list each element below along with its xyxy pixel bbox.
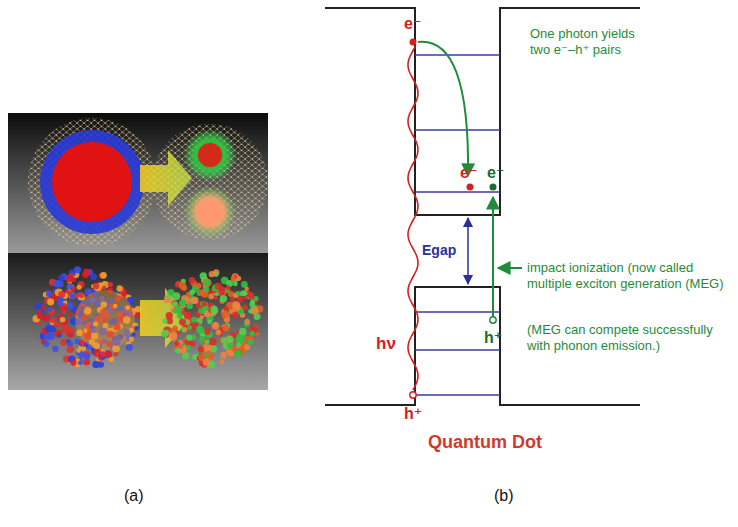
note-text: impact ionization (now called multiple e… — [527, 260, 732, 291]
exciton-small — [184, 129, 236, 181]
electron-dot — [410, 39, 417, 46]
photon-label: hν — [376, 334, 396, 354]
hole-circle — [490, 317, 496, 323]
note-text: (MEG can compete successfully with phono… — [527, 322, 727, 353]
panel-background — [8, 113, 268, 253]
photon-wave — [408, 46, 418, 390]
energy-level — [415, 349, 500, 351]
atom-cluster — [32, 266, 142, 368]
energy-level — [415, 394, 500, 396]
electron-dot — [467, 184, 474, 191]
particle-label: e⁻ — [487, 163, 504, 182]
particle-label: e⁻ — [460, 163, 477, 182]
panel-a-image — [8, 113, 268, 390]
energy-level — [415, 54, 500, 56]
gap-label: Egap — [422, 242, 456, 259]
particle-label: h⁺ — [484, 328, 502, 347]
panel-letter: (a) — [124, 486, 144, 505]
panel-title: Quantum Dot — [428, 432, 542, 454]
exciton-core — [52, 142, 132, 222]
relaxation-arrow — [418, 42, 468, 176]
hole-circle — [410, 392, 416, 398]
note-text: One photon yields two e⁻–h⁺ pairs — [530, 26, 648, 57]
panel-background — [8, 253, 268, 390]
glow — [75, 290, 135, 350]
energy-level — [415, 191, 500, 193]
lattice-sphere — [28, 118, 156, 246]
exciton-small — [198, 143, 222, 167]
split-arrow — [140, 288, 190, 348]
exciton-small — [184, 186, 236, 238]
exciton-small — [198, 200, 222, 224]
split-arrow — [140, 150, 192, 206]
particle-label: e⁻ — [404, 14, 421, 33]
pointer-arrow — [498, 267, 522, 269]
atom-cluster — [161, 269, 263, 368]
electron-dot — [490, 184, 497, 191]
particle-label: h⁺ — [404, 404, 422, 423]
gap-arrow — [467, 218, 469, 284]
panel-letter: (b) — [494, 486, 514, 505]
energy-level — [415, 311, 500, 313]
exciton-ring — [40, 130, 144, 234]
energy-level — [415, 129, 500, 131]
excitation-arrow — [492, 197, 494, 316]
